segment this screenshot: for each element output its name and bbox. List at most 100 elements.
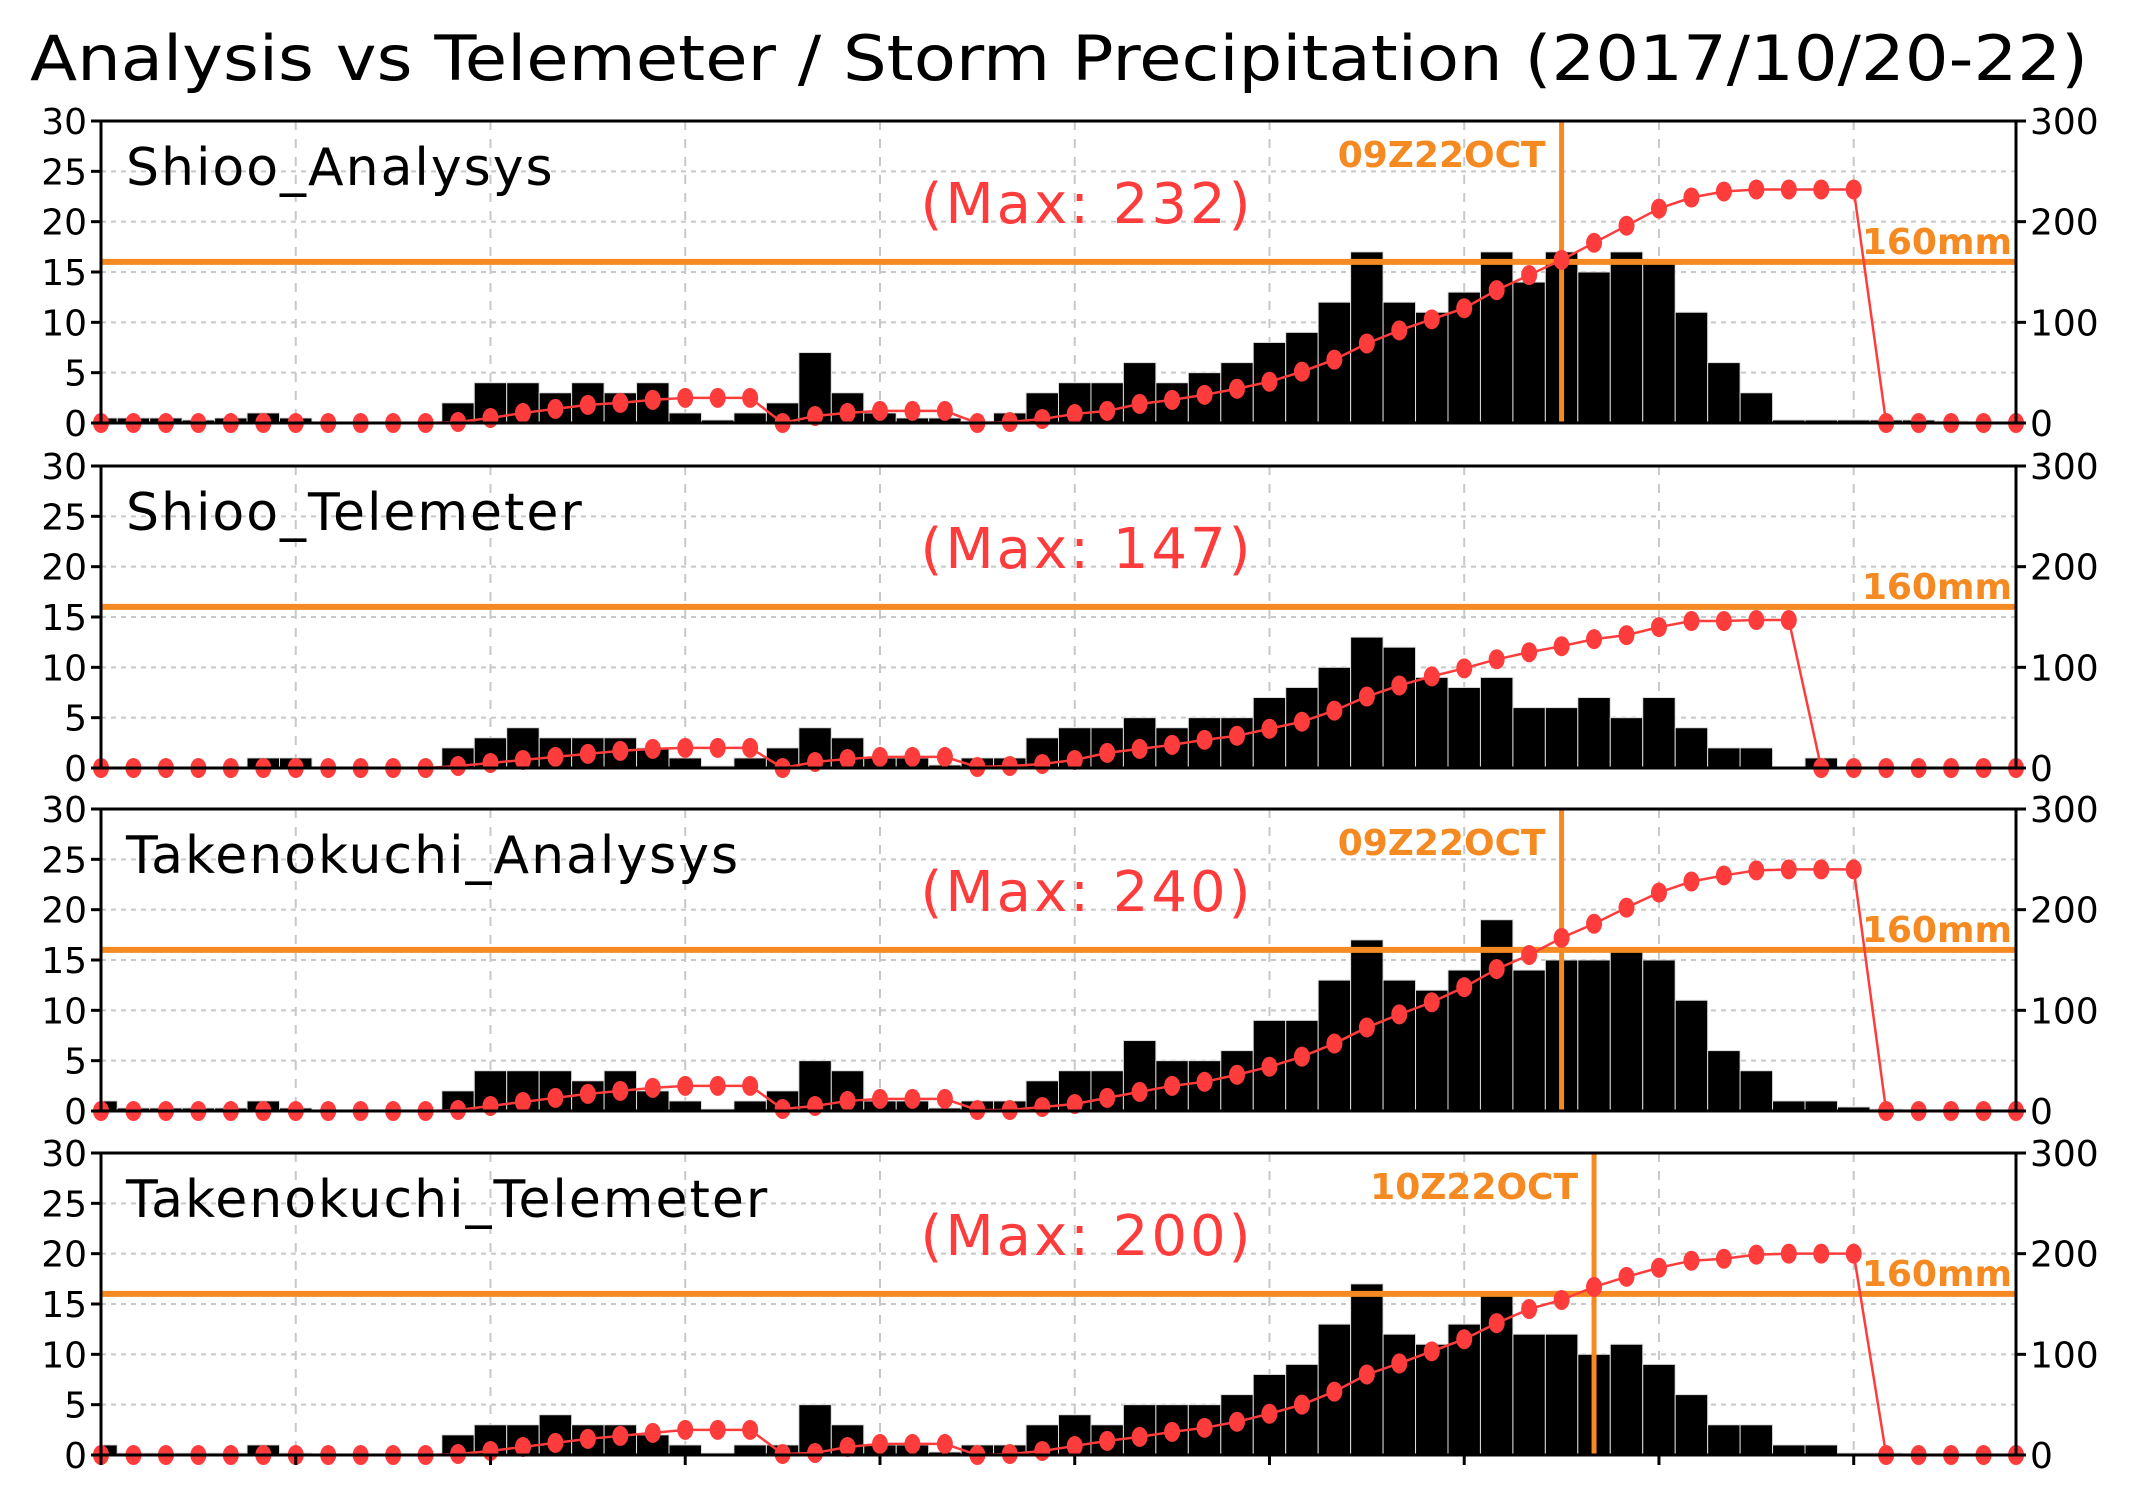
cumulative-point xyxy=(871,400,888,421)
right-tick-label: 0 xyxy=(2030,1436,2053,1477)
hourly-bar xyxy=(1642,959,1676,1111)
cumulative-point xyxy=(742,387,759,408)
cumulative-point xyxy=(1748,1244,1765,1265)
left-tick-label: 20 xyxy=(41,891,87,932)
cumulative-point xyxy=(1423,666,1440,687)
cumulative-point xyxy=(774,1098,791,1119)
cumulative-point xyxy=(1586,1276,1603,1297)
cumulative-point xyxy=(677,387,694,408)
cumulative-point xyxy=(1066,1093,1083,1114)
right-tick-label: 100 xyxy=(2030,648,2099,689)
hourly-bar xyxy=(1479,676,1514,768)
cumulative-point xyxy=(1261,718,1278,739)
cumulative-point xyxy=(1066,1435,1083,1456)
cumulative-point xyxy=(1099,742,1116,763)
cumulative-point xyxy=(709,1419,726,1440)
hourly-bar xyxy=(1674,1394,1709,1455)
cumulative-point xyxy=(1586,913,1603,934)
hourly-bar xyxy=(668,757,702,768)
cumulative-point xyxy=(1164,734,1181,755)
left-tick-label: 10 xyxy=(41,303,87,344)
cumulative-point xyxy=(1521,944,1538,965)
hourly-bar xyxy=(1707,1050,1741,1111)
cumulative-point xyxy=(1423,309,1440,330)
cumulative-point xyxy=(1618,215,1635,236)
hourly-bar xyxy=(101,1100,118,1111)
cumulative-point xyxy=(1650,1257,1667,1278)
hourly-bar xyxy=(1707,362,1741,423)
cumulative-point xyxy=(936,1433,953,1454)
cumulative-point xyxy=(839,402,856,423)
hourly-bar xyxy=(1674,727,1709,768)
cumulative-point xyxy=(482,1095,499,1116)
hourly-bars xyxy=(101,251,1968,423)
cumulative-point xyxy=(742,737,759,758)
left-tick-label: 0 xyxy=(64,1436,87,1477)
cumulative-point xyxy=(1553,249,1570,270)
cumulative-point xyxy=(1586,232,1603,253)
left-tick-label: 10 xyxy=(41,991,87,1032)
cumulative-point xyxy=(1845,1243,1862,1264)
cumulative-point xyxy=(1683,187,1700,208)
hourly-bar xyxy=(1739,392,1774,423)
hourly-bar xyxy=(1382,646,1417,768)
left-tick-label: 10 xyxy=(41,1335,87,1376)
cumulative-point xyxy=(482,752,499,773)
left-tick-label: 25 xyxy=(41,152,87,193)
cumulative-point xyxy=(1780,1243,1797,1264)
cumulative-point xyxy=(1618,897,1635,918)
cumulative-point xyxy=(1261,1403,1278,1424)
hourly-bar xyxy=(1642,1363,1676,1455)
cumulative-point xyxy=(807,1442,824,1463)
threshold-label: 160mm xyxy=(1862,567,2012,608)
cumulative-point xyxy=(1456,298,1473,319)
left-tick-label: 5 xyxy=(64,354,87,395)
cumulative-point xyxy=(1099,400,1116,421)
cumulative-point xyxy=(1391,675,1408,696)
cumulative-point xyxy=(579,1428,596,1449)
hourly-bar xyxy=(1772,1444,1806,1455)
cumulative-point xyxy=(1488,959,1505,980)
cumulative-point xyxy=(1196,384,1213,405)
cumulative-point xyxy=(1131,393,1148,414)
hourly-bar xyxy=(733,1100,767,1111)
cumulative-point xyxy=(742,1075,759,1096)
right-tick-label: 200 xyxy=(2030,1235,2099,1276)
cumulative-point xyxy=(1456,1329,1473,1350)
time-marker-label: 10Z22OCT xyxy=(1370,1167,1578,1208)
cumulative-point xyxy=(677,1075,694,1096)
cumulative-point xyxy=(644,389,661,410)
cumulative-point xyxy=(1196,1071,1213,1092)
right-tick-label: 200 xyxy=(2030,891,2099,932)
hourly-bar xyxy=(1447,686,1481,768)
cumulative-point xyxy=(1326,1381,1343,1402)
cumulative-point xyxy=(644,1422,661,1443)
threshold-label: 160mm xyxy=(1862,1254,2012,1295)
cumulative-point xyxy=(807,1095,824,1116)
left-tick-label: 30 xyxy=(41,447,87,488)
hourly-bar xyxy=(1512,1333,1546,1455)
left-tick-label: 20 xyxy=(41,1235,87,1276)
cumulative-point xyxy=(1748,610,1765,631)
cumulative-point xyxy=(612,392,629,413)
hourly-bar xyxy=(1479,251,1514,423)
left-tick-label: 30 xyxy=(41,102,87,143)
cumulative-point xyxy=(579,743,596,764)
cumulative-point xyxy=(1715,1248,1732,1269)
cumulative-point xyxy=(1066,749,1083,770)
cumulative-point xyxy=(1618,625,1635,646)
cumulative-point xyxy=(871,1433,888,1454)
cumulative-point xyxy=(1229,725,1246,746)
cumulative-point xyxy=(1131,1081,1148,1102)
panel-label: Takenokuchi_Analysys xyxy=(125,826,740,886)
hourly-bar xyxy=(1382,301,1417,423)
cumulative-point xyxy=(1261,1056,1278,1077)
hourly-bar xyxy=(1577,697,1611,768)
cumulative-point xyxy=(1650,617,1667,638)
cumulative-point xyxy=(904,1088,921,1109)
cumulative-point xyxy=(1683,611,1700,632)
hourly-bar xyxy=(1739,747,1774,768)
hourly-bar xyxy=(668,1100,702,1111)
cumulative-point xyxy=(1034,753,1051,774)
hourly-bar xyxy=(1707,747,1741,768)
